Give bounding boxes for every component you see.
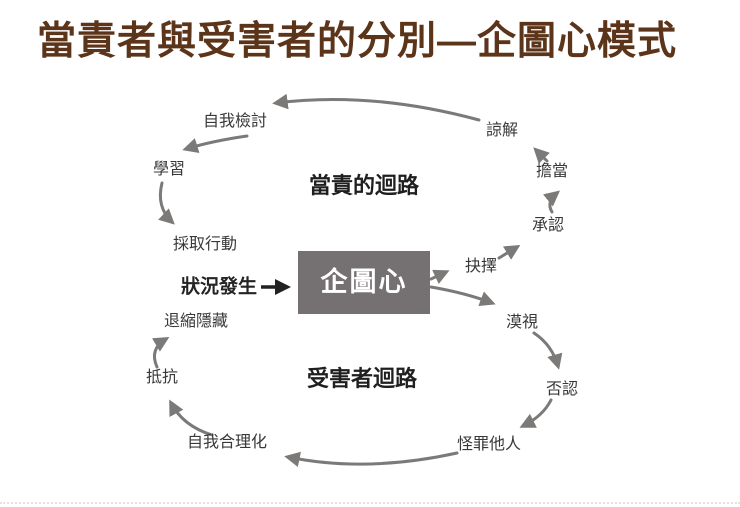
bottom-border [0, 502, 740, 504]
ambition-box: 企圖心 [298, 251, 430, 314]
arrow-deny-to-blame-others [519, 398, 553, 428]
node-ownership: 擔當 [535, 163, 569, 180]
arrow-self-review-to-learning [182, 134, 249, 154]
arrow-self-rationalize-to-resist [169, 399, 214, 437]
node-ignore: 漠視 [505, 314, 539, 331]
accountable-loop-title: 當責的迴路 [308, 173, 420, 198]
node-self-rationalize: 自我合理化 [186, 434, 268, 451]
page-title: 當責者與受害者的分別—企圖心模式 [37, 20, 678, 63]
node-deny: 否認 [545, 381, 579, 398]
node-blame-others: 怪罪他人 [456, 436, 522, 453]
arrow-admit-to-ownership [543, 190, 561, 214]
node-admit: 承認 [531, 217, 565, 234]
victim-loop-title: 受害者迴路 [306, 366, 418, 391]
arrow-blame-others-to-self-rationalize [284, 451, 459, 467]
arrow-choice-to-admit [497, 244, 521, 260]
arrow-box-to-ignore [429, 285, 496, 307]
arrow-ownership-to-forgiveness [533, 147, 550, 164]
node-self-review: 自我檢討 [202, 113, 268, 130]
node-forgiveness: 諒解 [485, 122, 519, 139]
node-learning: 學習 [152, 161, 186, 178]
trigger-label: 狀況發生 [180, 276, 258, 298]
node-resist: 抵抗 [145, 369, 179, 386]
ambition-box-label: 企圖心 [320, 267, 408, 297]
arrow-forgiveness-to-self-review [272, 93, 481, 122]
arrow-box-to-choice [429, 269, 450, 285]
arrow-resist-to-withdraw-hide [151, 337, 170, 369]
node-choice: 抉擇 [464, 258, 498, 275]
node-take-action: 採取行動 [172, 236, 238, 253]
arrow-learning-to-take-action [158, 181, 175, 225]
node-withdraw-hide: 退縮隱藏 [163, 313, 229, 330]
arrow-ignore-to-deny [532, 331, 563, 370]
